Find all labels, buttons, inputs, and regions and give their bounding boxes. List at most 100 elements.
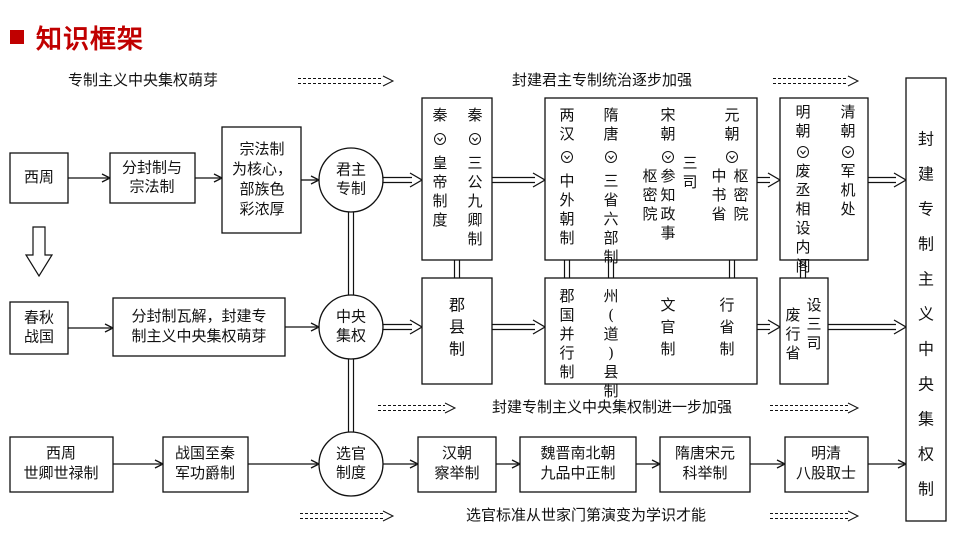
song-label-char: 朝: [660, 125, 675, 143]
double-arrow-junxian-han: [492, 319, 547, 335]
result-text-char: 制: [918, 235, 934, 254]
dashed-arrow-central-right: [770, 402, 860, 414]
box-sel-mingqing-text-line-0: 明清: [811, 444, 841, 462]
connector-ming: [799, 260, 807, 278]
circled-arrow-icon: [726, 151, 738, 163]
box-zongfa-text-line-3: 彩浓厚: [239, 200, 284, 218]
central-yuan-text-char: 省: [719, 318, 734, 336]
box-jungong: [162, 436, 249, 493]
dashed-arrow-selection-right: [770, 510, 860, 522]
central-suitang-text-char: 县: [603, 363, 618, 381]
box-sel-suitang-text-line-1: 科举制: [682, 464, 727, 482]
result-text-char: 建: [918, 165, 934, 184]
result-text: 封建专制主义中央集权制: [918, 130, 934, 499]
circled-arrow-icon: [797, 146, 809, 158]
qing-text-char: 处: [840, 200, 855, 218]
result-text-char: 专: [918, 200, 934, 219]
qin-sangong-text-char: 三: [467, 154, 482, 172]
suitang-text-char: 制: [603, 248, 618, 266]
central-suitang-text-char: ): [608, 344, 614, 362]
box-jungong-text-line-0: 战国至秦: [175, 444, 235, 462]
song-text-b-char: 政: [660, 205, 675, 223]
song-text-a-char: 枢: [642, 167, 657, 185]
connector-yuan: [728, 260, 736, 278]
central-suitang-text-char: 道: [603, 325, 618, 343]
central-suitang-text-char: 州: [603, 287, 618, 305]
connector-qin: [453, 260, 461, 278]
yuan-text-b-char: 密: [733, 186, 748, 204]
qin-huangdi-text-char: 度: [432, 211, 447, 229]
result-text-char: 义: [918, 305, 934, 324]
dashed-arrow-monarch: [773, 75, 860, 87]
result-text-char: 封: [918, 130, 934, 149]
dashed-arrow-central-left: [378, 402, 457, 414]
box-jungong-text-line-1: 军功爵制: [175, 464, 235, 482]
yuan-label-char: 朝: [724, 125, 739, 143]
connector-han: [563, 260, 571, 278]
box-junxian: [421, 277, 493, 385]
junxian-text: 郡县制: [449, 296, 465, 359]
central-song-text-char: 官: [660, 318, 675, 336]
circled-arrow-icon: [469, 133, 481, 145]
page-header: 知识框架: [10, 22, 144, 55]
box-shiqing-text-line-1: 世卿世禄制: [23, 464, 98, 482]
circle-monarch-text-line-1: 专制: [336, 180, 366, 198]
han-text-char: 中: [559, 172, 574, 190]
qing-label-char: 清: [840, 103, 855, 121]
yuan-text-a-char: 省: [711, 205, 726, 223]
box-chunqiu-text-line-0: 春秋: [24, 309, 54, 327]
mingqing-b-text: 设三司: [806, 296, 821, 352]
qin-huangdi-text-char: 制: [432, 192, 447, 210]
circle-selection: [318, 431, 384, 497]
central-song-text-char: 制: [660, 340, 675, 358]
qing-label-char: 朝: [840, 122, 855, 140]
song-text-a-char: 密: [642, 186, 657, 204]
circle-central-text-line-1: 集权: [336, 327, 366, 345]
double-line-central-selection: [347, 357, 355, 434]
double-arrow-central-result: [828, 319, 908, 335]
qin-sangong-text-char: 制: [467, 230, 482, 248]
circled-arrow-icon: [842, 146, 854, 158]
box-fenfeng-text-line-0: 分封制与: [122, 159, 182, 177]
mingqing-a-text-char: 省: [785, 344, 800, 362]
box-fenfeng: [109, 152, 196, 204]
box-sel-suitang: [659, 436, 751, 493]
song-text-b-char: 参: [660, 167, 675, 185]
caption-central-strengthen: 封建专制主义中央集权制进一步加强: [492, 398, 732, 416]
central-yuan-text-char: 行: [719, 296, 734, 314]
box-zongfa-text-line-2: 部族色: [239, 180, 284, 198]
result-text-char: 集: [918, 410, 934, 429]
box-xizhou: [9, 152, 69, 204]
box-wajie-text-line-0: 分封制瓦解，封建专: [131, 307, 266, 325]
song-text-b-char: 知: [660, 186, 675, 204]
central-han-text-char: 国: [559, 306, 574, 324]
suitang-label-char: 唐: [603, 125, 618, 143]
han-label-char: 两: [559, 106, 574, 124]
suitang-text-char: 省: [603, 191, 618, 209]
title-bullet-icon: [10, 30, 24, 44]
box-sel-han-text-line-0: 汉朝: [442, 444, 472, 462]
central-song-text-char: 文: [660, 296, 675, 314]
qin-label-2: 秦: [467, 106, 482, 124]
box-mingqing: [779, 97, 869, 261]
song-text-b-char: 事: [660, 224, 675, 242]
han-text-char: 制: [559, 229, 574, 247]
han-text-char: 外: [559, 191, 574, 209]
box-sel-han-text-line-1: 察举制: [434, 464, 479, 482]
box-qin-monarch: [421, 97, 493, 261]
central-han-text-char: 行: [559, 344, 574, 362]
central-yuan-text-char: 制: [719, 340, 734, 358]
ming-label: 明朝: [795, 103, 810, 140]
ming-text-char: 设: [795, 219, 810, 237]
song-text-c-char: 三: [682, 154, 697, 172]
caption-monarch-strengthen: 封建君主专制统治逐步加强: [512, 71, 692, 89]
qing-text: 军机处: [840, 162, 855, 218]
mingqing-b-text-char: 设: [806, 296, 821, 314]
song-text-c: 三司: [682, 154, 697, 191]
double-arrow-qin-han: [492, 172, 547, 188]
box-central-dynasties: [544, 277, 758, 385]
junxian-text-char: 县: [449, 318, 465, 337]
